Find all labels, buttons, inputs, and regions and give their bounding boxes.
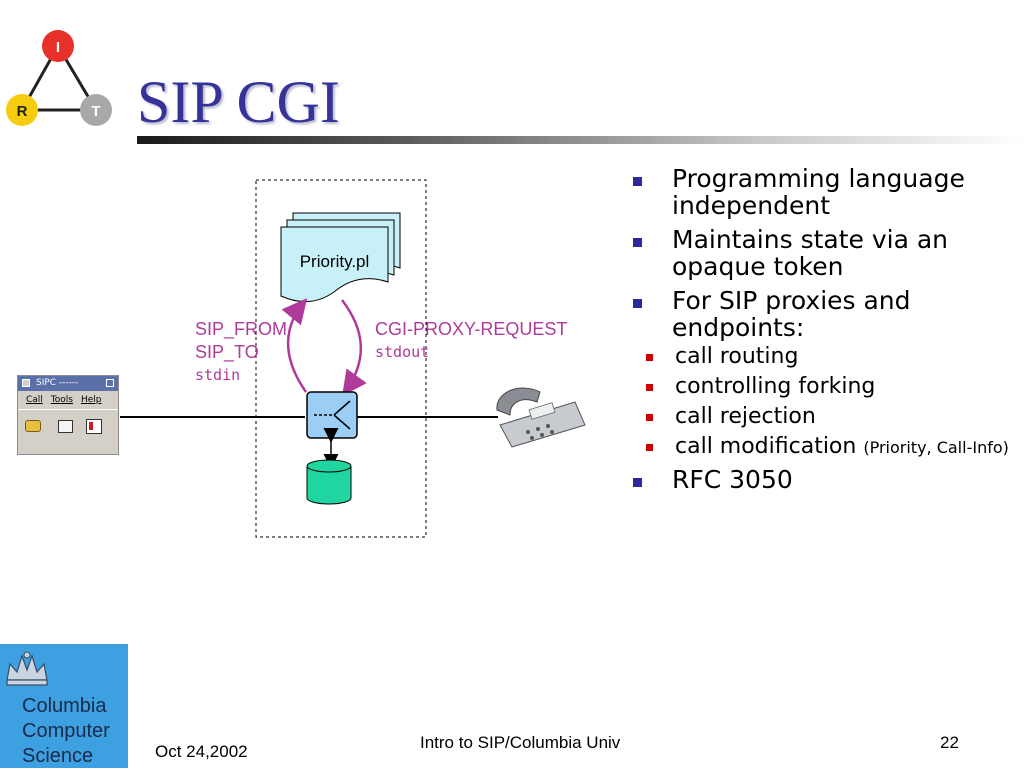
messages-icon-mark <box>89 422 93 430</box>
university-line: Columbia <box>22 695 107 717</box>
label-sip-from: SIP_FROM <box>195 319 288 339</box>
bullet-text: For SIP proxies and endpoints: <box>672 286 911 342</box>
script-file-label: Priority.pl <box>299 252 370 271</box>
sub-bullet-text: controlling forking <box>675 374 876 399</box>
bullet-item: Maintains state via an opaque token <box>630 226 1020 280</box>
sub-bullet-square-icon <box>646 444 653 451</box>
sub-bullet-text: call modification <box>675 434 857 459</box>
slide-title: SIP CGI <box>137 69 340 135</box>
title-underline-bar <box>137 136 1024 144</box>
label-sip-to: SIP_TO <box>195 342 259 362</box>
sub-bullet-square-icon <box>646 384 653 391</box>
sub-bullet-item: controlling forking <box>630 375 1020 399</box>
bullet-square-icon <box>633 238 642 247</box>
crown-icon <box>6 651 48 686</box>
logo-node-left <box>6 94 38 126</box>
bullet-item: For SIP proxies and endpoints: call rout… <box>630 287 1020 459</box>
proxy-server-icon <box>306 391 358 439</box>
right-labels: CGI-PROXY-REQUEST stdout <box>375 318 567 364</box>
logo-letter-right: T <box>91 103 100 120</box>
sub-bullet-square-icon <box>646 354 653 361</box>
label-stdout: stdout <box>375 343 430 361</box>
logo-letter-left: R <box>17 103 28 120</box>
left-labels: SIP_FROM SIP_TO stdin <box>195 318 287 387</box>
sipc-client-window: SIPC ------ Call Tools Help <box>17 375 119 455</box>
window-maximize-icon <box>106 379 114 387</box>
bullet-text: Programming language independent <box>672 164 965 220</box>
sipc-toolbar <box>18 409 118 446</box>
university-line: Computer <box>22 720 110 742</box>
bullet-item: Programming language independent <box>630 165 1020 219</box>
label-cgi-proxy-request: CGI-PROXY-REQUEST <box>375 319 568 339</box>
menu-tools: Tools <box>50 395 73 405</box>
footer-center-text: Intro to SIP/Columbia Univ <box>420 733 621 752</box>
logo-node-top <box>42 30 74 62</box>
bullet-list: Programming language independent Maintai… <box>630 165 1020 500</box>
bullet-square-icon <box>633 478 642 487</box>
footer-date: Oct 24,2002 <box>155 742 248 761</box>
menu-help: Help <box>80 395 102 405</box>
database-icon <box>306 459 352 505</box>
iri-triangle-logo: I R T <box>6 30 112 126</box>
bullet-square-icon <box>633 299 642 308</box>
logo-letter-top: I <box>56 39 60 56</box>
sub-bullet-item: call rejection <box>630 405 1020 429</box>
label-stdin: stdin <box>195 366 241 384</box>
phone-call-icon <box>25 420 41 432</box>
bullet-square-icon <box>633 177 642 186</box>
window-menu-icon <box>22 379 30 387</box>
bullet-text: RFC 3050 <box>672 465 793 494</box>
sipc-menubar: Call Tools Help <box>18 391 118 409</box>
ip-phone-icon <box>496 387 586 448</box>
sub-bullet-item: call routing <box>630 345 1020 369</box>
sipc-titlebar: SIPC ------ <box>18 376 118 391</box>
bullet-text: Maintains state via an opaque token <box>672 225 949 281</box>
page-number: 22 <box>940 733 959 752</box>
stdin-arrow <box>281 298 308 393</box>
sub-bullet-item: call modification (Priority, Call-Info) <box>630 435 1020 459</box>
logo-node-right <box>80 94 112 126</box>
sipc-title-text: SIPC ------ <box>36 378 79 388</box>
script-document-stack-icon <box>280 212 401 303</box>
proxy-boundary-box <box>255 179 427 538</box>
address-book-icon <box>58 420 73 433</box>
sip-cgi-diagram <box>120 179 586 538</box>
menu-call: Call <box>26 395 43 405</box>
sub-bullet-text: call routing <box>675 344 799 369</box>
stdout-arrow <box>341 299 367 397</box>
sub-bullet-text: call rejection <box>675 404 816 429</box>
sub-bullet-list: call routing controlling forking call re… <box>630 345 1020 459</box>
university-name: Columbia Computer Science <box>22 694 110 769</box>
sub-bullet-note: (Priority, Call-Info) <box>863 438 1009 457</box>
university-line: Science <box>22 745 94 767</box>
sub-bullet-square-icon <box>646 414 653 421</box>
bullet-item: RFC 3050 <box>630 466 1020 493</box>
